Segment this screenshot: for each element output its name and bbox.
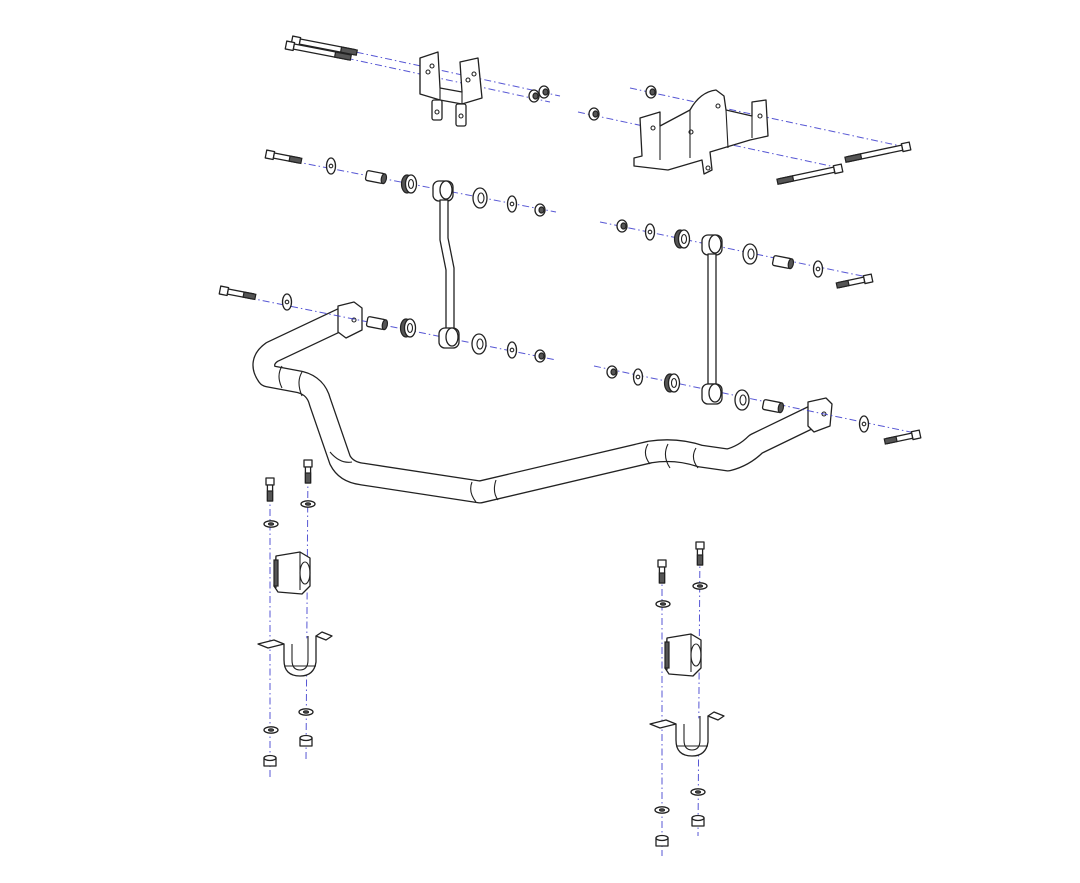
right-bar-clamp-group <box>649 541 725 856</box>
left-lower-endlink-stack <box>218 285 557 363</box>
right-frame-bracket-group <box>577 85 912 187</box>
right-lower-endlink-stack <box>593 365 922 447</box>
left-bar-clamp-group <box>257 459 333 780</box>
sway-bar <box>252 301 833 504</box>
right-upper-endlink-stack <box>599 219 874 291</box>
left-frame-bracket-group <box>284 35 561 127</box>
left-endlink-rod <box>439 199 455 331</box>
right-endlink-rod <box>707 253 717 385</box>
left-upper-endlink-stack <box>264 149 557 217</box>
